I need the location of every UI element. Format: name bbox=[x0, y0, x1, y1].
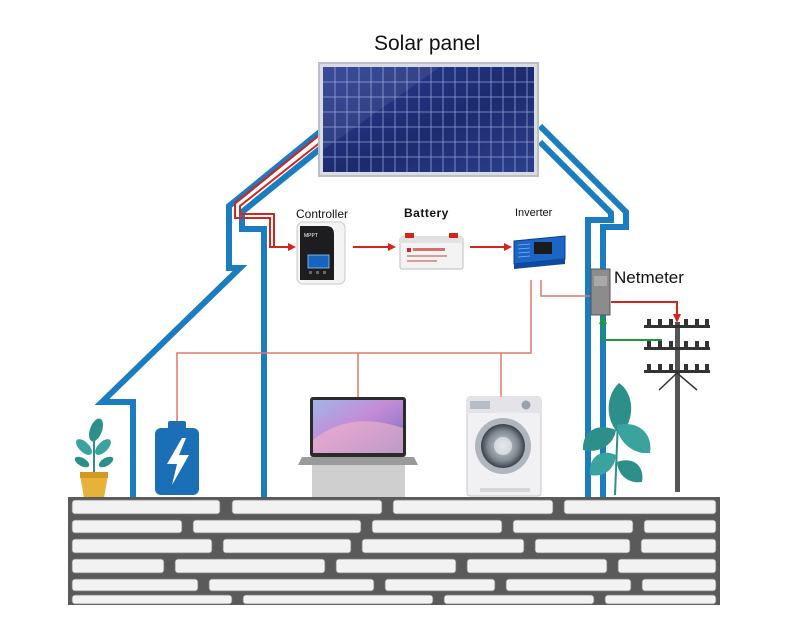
arrow-to-battery bbox=[388, 243, 396, 251]
export-arrow bbox=[673, 314, 681, 323]
dc-wiring bbox=[234, 132, 504, 248]
export-flow-line bbox=[611, 301, 678, 316]
house-roof-right-inner bbox=[537, 139, 614, 497]
controller-icon: MPPT bbox=[296, 221, 346, 285]
house-outer-left bbox=[94, 124, 328, 497]
battery-label: Battery bbox=[404, 206, 449, 220]
solar-panel-label: Solar panel bbox=[374, 32, 481, 55]
house-outline bbox=[94, 123, 629, 497]
netmeter-label: Netmeter bbox=[614, 268, 684, 287]
house-inner-left bbox=[239, 141, 328, 497]
import-flow-line bbox=[602, 323, 662, 341]
inverter-icon bbox=[513, 235, 566, 269]
stone-wall bbox=[68, 497, 720, 605]
laptop-icon bbox=[298, 397, 418, 497]
battery-icon bbox=[399, 233, 464, 270]
inverter-label: Inverter bbox=[515, 207, 553, 219]
arrow-to-inverter bbox=[504, 243, 512, 251]
netmeter-icon bbox=[590, 268, 611, 316]
controller-brand: MPPT bbox=[304, 233, 318, 239]
arrow-to-controller bbox=[288, 243, 296, 251]
solar-panel-icon bbox=[318, 62, 539, 177]
controller-label: Controller bbox=[296, 207, 349, 221]
potted-plant-icon bbox=[74, 418, 114, 498]
utility-pole-icon bbox=[644, 319, 710, 492]
ac-wiring bbox=[176, 280, 590, 425]
washing-machine-icon bbox=[466, 396, 542, 497]
charging-battery-icon bbox=[155, 421, 199, 495]
plant-icon bbox=[582, 383, 651, 496]
import-arrow bbox=[599, 315, 607, 324]
